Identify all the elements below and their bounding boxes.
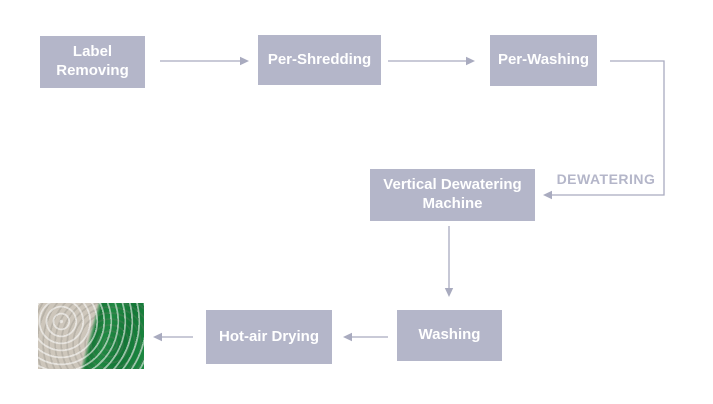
node-per-washing: Per-Washing <box>490 35 597 86</box>
node-washing-label: Washing <box>418 326 481 344</box>
node-vertical-dewatering-machine-label: Vertical Dewatering Machine <box>383 176 522 212</box>
node-per-washing-label: Per-Washing <box>497 51 590 69</box>
arrow-per-shredding-to-per-washing <box>388 56 475 66</box>
arrow-washing-to-hot-air-drying <box>343 332 388 342</box>
arrow-hot-air-drying-to-output <box>153 332 193 342</box>
node-per-shredding-label: Per-Shredding <box>267 50 372 68</box>
node-label-removing-label: Label Removing <box>56 43 129 79</box>
arrow-vertical-dewatering-machine-to-washing <box>444 226 454 297</box>
node-per-shredding: Per-Shredding <box>258 35 381 85</box>
node-washing: Washing <box>397 310 502 361</box>
plastic-flakes-output-image <box>38 303 144 369</box>
arrow-label-removing-to-per-shredding <box>160 56 249 66</box>
edge-label-dewatering: DEWATERING <box>556 171 656 187</box>
node-label-removing: Label Removing <box>40 36 145 88</box>
node-hot-air-drying: Hot-air Drying <box>206 310 332 364</box>
node-hot-air-drying-label: Hot-air Drying <box>218 327 319 345</box>
node-vertical-dewatering-machine: Vertical Dewatering Machine <box>370 169 535 221</box>
